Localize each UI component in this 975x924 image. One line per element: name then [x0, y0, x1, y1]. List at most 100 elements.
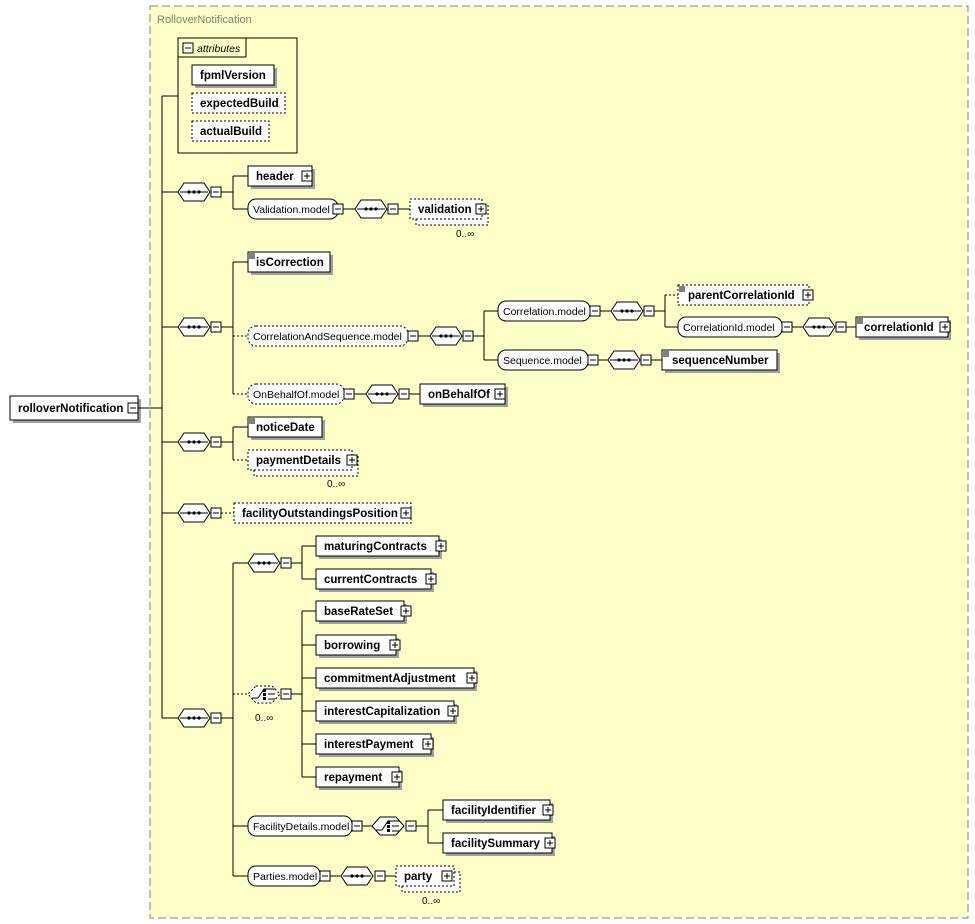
group-label: Sequence.model: [503, 355, 582, 367]
expand-icon[interactable]: [494, 388, 506, 400]
root-element[interactable]: [9, 395, 139, 421]
container-label: RolloverNotification: [157, 14, 252, 26]
expand-icon[interactable]: [802, 289, 814, 301]
element-label: onBehalfOf: [428, 389, 490, 401]
collapse-icon[interactable]: [319, 870, 331, 882]
collapse-icon[interactable]: [280, 557, 292, 569]
element-label: noticeDate: [256, 422, 315, 434]
attr-actualBuild[interactable]: [191, 120, 270, 142]
element-label: maturingContracts: [324, 541, 427, 553]
sequence-compositor-icon[interactable]: [177, 432, 211, 452]
element-label: facilityIdentifier: [451, 805, 537, 817]
attributes-collapse-icon[interactable]: [182, 42, 194, 54]
choice-compositor-icon[interactable]: [247, 685, 281, 704]
collapse-icon[interactable]: [210, 507, 222, 519]
root-collapse-icon[interactable]: [127, 402, 139, 414]
collapse-icon[interactable]: [640, 354, 652, 366]
collapse-icon[interactable]: [387, 203, 399, 215]
expand-icon[interactable]: [475, 203, 487, 215]
attr-label: expectedBuild: [200, 98, 279, 110]
element-label: repayment: [324, 772, 382, 784]
expand-icon[interactable]: [346, 454, 358, 466]
expand-icon[interactable]: [400, 507, 412, 519]
element-label: party: [404, 871, 433, 883]
collapse-icon[interactable]: [210, 436, 222, 448]
collapse-icon[interactable]: [351, 820, 363, 832]
sequence-compositor-icon[interactable]: [177, 503, 211, 523]
element-noticeDate[interactable]: [247, 416, 323, 438]
group-label: FacilityDetails.model: [253, 821, 349, 833]
element-label: baseRateSet: [324, 606, 393, 618]
group-label: OnBehalfOf.model: [253, 389, 339, 401]
collapse-icon[interactable]: [210, 321, 222, 333]
collapse-icon[interactable]: [781, 321, 793, 333]
collapse-icon[interactable]: [643, 305, 655, 317]
sequence-compositor-icon[interactable]: [340, 866, 374, 886]
collapse-icon[interactable]: [374, 870, 386, 882]
collapse-icon[interactable]: [210, 712, 222, 724]
group-label: Validation.model: [253, 204, 330, 216]
expand-icon[interactable]: [389, 639, 401, 651]
attr-label: fpmlVersion: [200, 70, 266, 82]
group-label: CorrelationId.model: [683, 322, 775, 334]
collapse-icon[interactable]: [343, 388, 355, 400]
sequence-compositor-icon[interactable]: [607, 350, 641, 370]
group-label: CorrelationAndSequence.model: [253, 331, 402, 343]
expand-icon[interactable]: [425, 573, 437, 585]
element-isCorrection[interactable]: [247, 251, 331, 273]
group-label: Correlation.model: [503, 306, 586, 318]
element-label: paymentDetails: [256, 455, 341, 467]
sequence-compositor-icon[interactable]: [177, 182, 211, 202]
element-party[interactable]: [395, 865, 455, 887]
expand-icon[interactable]: [542, 804, 554, 816]
collapse-icon[interactable]: [332, 203, 344, 215]
collapse-icon[interactable]: [835, 321, 847, 333]
expand-icon[interactable]: [400, 605, 412, 617]
attributes-label: attributes: [197, 43, 241, 55]
collapse-icon[interactable]: [462, 330, 474, 342]
occurrence-label: 0..∞: [456, 229, 474, 240]
sequence-compositor-icon[interactable]: [177, 317, 211, 337]
expand-icon[interactable]: [466, 672, 478, 684]
expand-icon[interactable]: [422, 738, 434, 750]
element-label: facilityOutstandingsPosition: [242, 508, 398, 520]
sequence-compositor-icon[interactable]: [365, 384, 399, 404]
element-facilityOutstandingsPosition[interactable]: [233, 502, 412, 524]
expand-icon[interactable]: [939, 321, 951, 333]
attr-expectedBuild[interactable]: [191, 92, 286, 114]
root-label: rolloverNotification: [18, 403, 123, 415]
attr-label: actualBuild: [200, 126, 262, 138]
collapse-icon[interactable]: [210, 186, 222, 198]
attr-fpmlVersion[interactable]: [191, 64, 275, 86]
expand-icon[interactable]: [441, 870, 453, 882]
expand-icon[interactable]: [544, 837, 556, 849]
expand-icon[interactable]: [435, 540, 447, 552]
expand-icon[interactable]: [447, 705, 459, 717]
choice-compositor-icon[interactable]: [371, 816, 405, 836]
sequence-compositor-icon[interactable]: [354, 199, 388, 219]
collapse-icon[interactable]: [405, 820, 417, 832]
element-header-label: header: [256, 171, 294, 183]
collapse-icon[interactable]: [280, 688, 292, 700]
collapse-icon[interactable]: [589, 305, 601, 317]
element-label: parentCorrelationId: [688, 290, 795, 302]
element-label: interestPayment: [324, 739, 414, 751]
sequence-compositor-icon[interactable]: [802, 317, 836, 337]
occurrence-label: 0..∞: [422, 896, 440, 907]
sequence-compositor-icon[interactable]: [177, 708, 211, 728]
collapse-icon[interactable]: [407, 330, 419, 342]
occurrence-label: 0..∞: [255, 713, 273, 724]
expand-icon[interactable]: [301, 170, 313, 182]
group-onBehalfOf-model[interactable]: [247, 383, 345, 405]
sequence-compositor-icon[interactable]: [247, 553, 281, 573]
expand-icon[interactable]: [391, 771, 403, 783]
collapse-icon[interactable]: [587, 354, 599, 366]
sequence-compositor-icon[interactable]: [610, 301, 644, 321]
sequence-compositor-icon[interactable]: [429, 326, 463, 346]
element-sequenceNumber[interactable]: [661, 349, 778, 371]
group-correlation-and-sequence-model[interactable]: [247, 325, 409, 347]
element-label: facilitySummary: [451, 838, 540, 850]
element-label: commitmentAdjustment: [324, 673, 456, 685]
collapse-icon[interactable]: [398, 388, 410, 400]
